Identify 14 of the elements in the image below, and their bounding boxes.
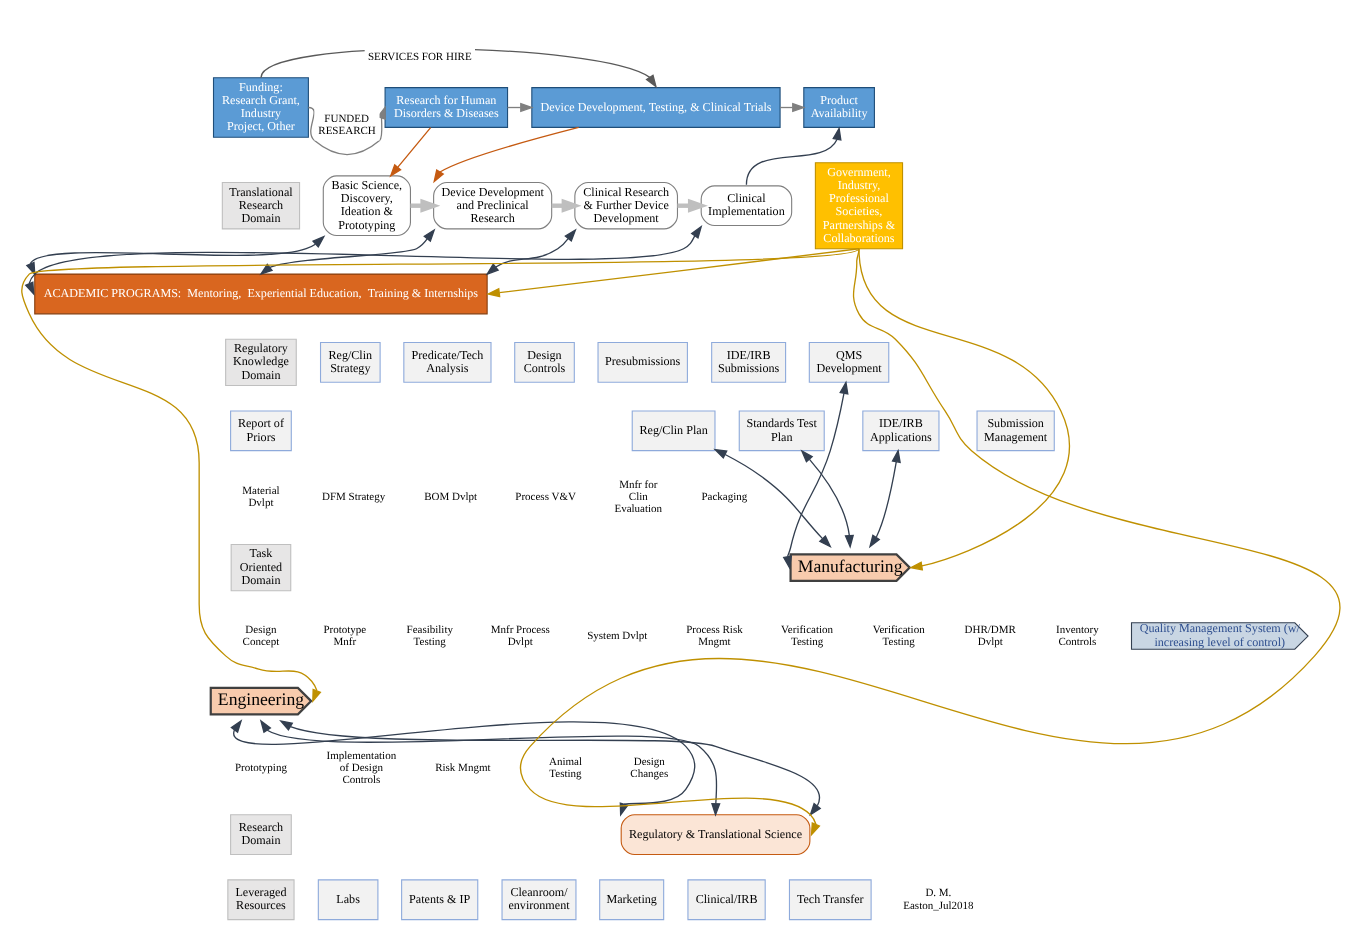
arrow (24, 224, 703, 295)
arrow (389, 125, 432, 177)
arrow (21, 247, 860, 702)
arrow (25, 234, 326, 275)
arrow (259, 227, 436, 275)
arrow (519, 247, 1341, 836)
arrow (800, 448, 855, 548)
arrow (782, 379, 849, 569)
arrow (745, 125, 842, 185)
arrow (433, 125, 580, 183)
arrow (485, 227, 577, 275)
arrow (868, 447, 901, 548)
arrow (713, 447, 832, 548)
arrow (486, 247, 860, 297)
